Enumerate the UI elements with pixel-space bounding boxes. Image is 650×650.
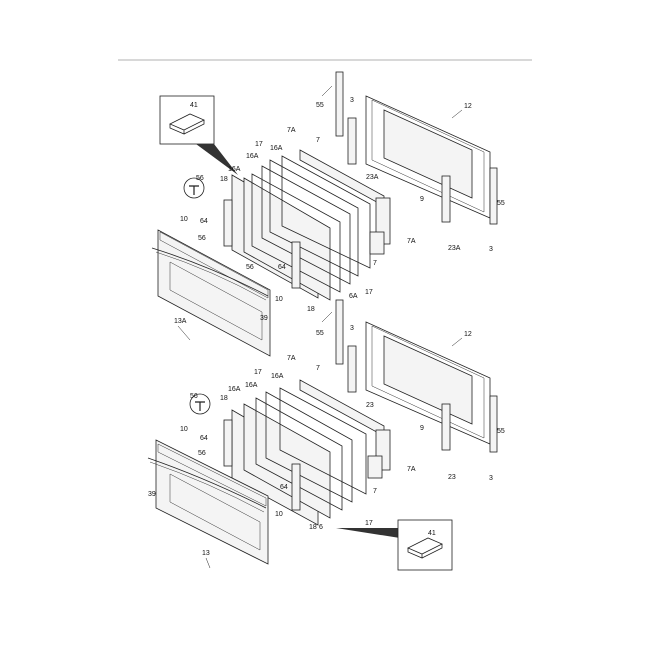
glass-panels-top xyxy=(231,149,391,301)
callout-56-bottom: 56 xyxy=(190,393,198,400)
callout-10-bottom-b: 10 xyxy=(275,511,283,518)
inset-part-41-bottom xyxy=(336,519,453,571)
callout-16A-bottom-a: 16A xyxy=(271,373,284,380)
callout-16A-top-a: 16A xyxy=(270,145,283,152)
callout-16A-bottom-c: 16A xyxy=(228,386,241,393)
callout-39-top: 39 xyxy=(260,315,268,322)
callout-9-top: 9 xyxy=(420,196,424,203)
callout-17-bottom-b: 17 xyxy=(365,520,373,527)
callout-55-top: 55 xyxy=(316,102,324,109)
hinges-bottom xyxy=(223,345,451,511)
callout-16A-bottom-b: 16A xyxy=(245,382,258,389)
callout-41-bottom: 41 xyxy=(428,530,436,537)
callout-18-bottom: 18 xyxy=(220,395,228,402)
callout-56-bottom-b: 56 xyxy=(198,450,206,457)
callout-10-top-b: 10 xyxy=(275,296,283,303)
callout-23-bottom-b: 23 xyxy=(448,474,456,481)
callout-7A-top-b: 7A xyxy=(407,238,416,245)
callout-3-bottom: 3 xyxy=(350,325,354,332)
liner-frame-12-top xyxy=(335,71,498,225)
callout-64-bottom-b: 64 xyxy=(280,484,288,491)
callout-10-top: 10 xyxy=(180,216,188,223)
callout-56-top-b: 56 xyxy=(198,235,206,242)
callout-17-top-b: 17 xyxy=(365,289,373,296)
callout-12-top: 12 xyxy=(464,103,472,110)
callout-labels: 41 18 17 16A 7A 7 16A 16A 55 3 12 23A 56… xyxy=(148,97,505,557)
leader-lines xyxy=(177,85,463,569)
callout-41-top: 41 xyxy=(190,102,198,109)
callout-18-top-b: 18 xyxy=(307,306,315,313)
callout-9-bottom: 9 xyxy=(420,425,424,432)
outer-door-13 xyxy=(147,439,269,565)
hinges-top xyxy=(223,117,451,289)
callout-39-bottom: 39 xyxy=(148,491,156,498)
callout-6A-top: 6A xyxy=(349,293,358,300)
upper-door-assembly xyxy=(151,71,498,357)
callout-3-top: 3 xyxy=(350,97,354,104)
inset-pointer-top xyxy=(196,144,238,175)
callout-10-bottom: 10 xyxy=(180,426,188,433)
callout-56-top: 56 xyxy=(196,175,204,182)
outer-door-13A xyxy=(151,229,271,357)
callout-7-top: 7 xyxy=(316,137,320,144)
callout-16A-top-b: 16A xyxy=(246,153,259,160)
inset-pointer-bottom xyxy=(336,528,400,538)
callout-7A-bottom-a: 7A xyxy=(287,355,296,362)
callout-64-top: 64 xyxy=(200,218,208,225)
callout-7A-top-a: 7A xyxy=(287,127,296,134)
callout-7A-bottom-b: 7A xyxy=(407,466,416,473)
callout-3-bottom-right: 3 xyxy=(489,475,493,482)
callout-13A: 13A xyxy=(174,318,187,325)
callout-23A-top-a: 23A xyxy=(366,174,379,181)
callout-18-top: 18 xyxy=(220,176,228,183)
callout-6-bottom: 6 xyxy=(319,524,323,531)
liner-frame-12-bottom xyxy=(335,299,498,453)
callout-13: 13 xyxy=(202,550,210,557)
callout-7-bottom-b: 7 xyxy=(373,488,377,495)
callout-7-bottom: 7 xyxy=(316,365,320,372)
callout-12-bottom: 12 xyxy=(464,331,472,338)
callout-18-bottom-b: 18 xyxy=(309,524,317,531)
callout-17-top: 17 xyxy=(255,141,263,148)
callout-55-top-right: 55 xyxy=(497,200,505,207)
inset-part-41-top xyxy=(159,95,238,175)
callout-23-bottom-a: 23 xyxy=(366,402,374,409)
lower-door-assembly xyxy=(147,299,498,571)
callout-3-top-right: 3 xyxy=(489,246,493,253)
callout-56-top-c: 56 xyxy=(246,264,254,271)
callout-7-top-b: 7 xyxy=(373,260,377,267)
callout-55-bottom: 55 xyxy=(316,330,324,337)
callout-64-top-b: 64 xyxy=(278,264,286,271)
callout-17-bottom: 17 xyxy=(254,369,262,376)
callout-23A-top-b: 23A xyxy=(448,245,461,252)
callout-55-bottom-right: 55 xyxy=(497,428,505,435)
callout-64-bottom: 64 xyxy=(200,435,208,442)
callout-16A-top-c: 16A xyxy=(228,166,241,173)
